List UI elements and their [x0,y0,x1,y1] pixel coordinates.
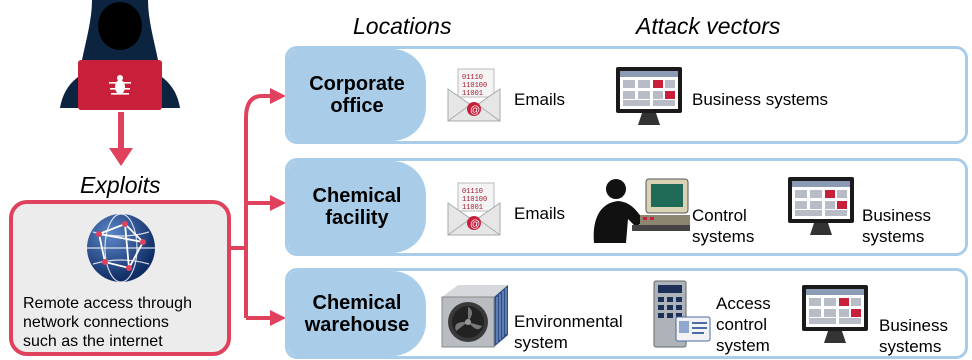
email-icon: 01110 110100 11001 @ [447,182,501,236]
svg-text:@: @ [470,105,480,116]
svg-text:01110: 01110 [462,188,483,196]
svg-text:@: @ [470,219,480,230]
attack-vectors-header: Attack vectors [636,13,781,39]
remote-access-text: Remote access through network connection… [23,295,192,350]
monitor-icon [788,177,854,235]
locations-header: Locations [353,13,452,39]
access-panel-icon [653,280,711,348]
remote-access-box: Remote access through network connection… [9,200,231,356]
arrow-to-warehouse [270,310,286,326]
connector-arrows [230,88,286,326]
monitor-icon [802,285,868,343]
svg-text:110100: 110100 [462,82,487,90]
svg-text:11001: 11001 [462,90,483,98]
monitor-icon [616,67,682,125]
exploits-label: Exploits [80,172,161,198]
arrow-to-corporate [270,88,286,104]
down-arrow [109,112,133,166]
vector-emails: Emails [514,204,566,223]
vector-business-systems: Business systems [692,90,829,109]
svg-text:11001: 11001 [462,204,483,212]
operator-workstation-icon [593,178,690,243]
hvac-unit-icon [441,285,508,348]
vector-emails: Emails [514,90,566,109]
email-icon: 01110 110100 11001 @ [447,68,501,122]
arrow-to-facility [270,195,286,211]
svg-text:110100: 110100 [462,196,487,204]
svg-text:01110: 01110 [462,74,483,82]
hacker-icon [60,0,180,110]
globe-network-icon [87,213,155,283]
